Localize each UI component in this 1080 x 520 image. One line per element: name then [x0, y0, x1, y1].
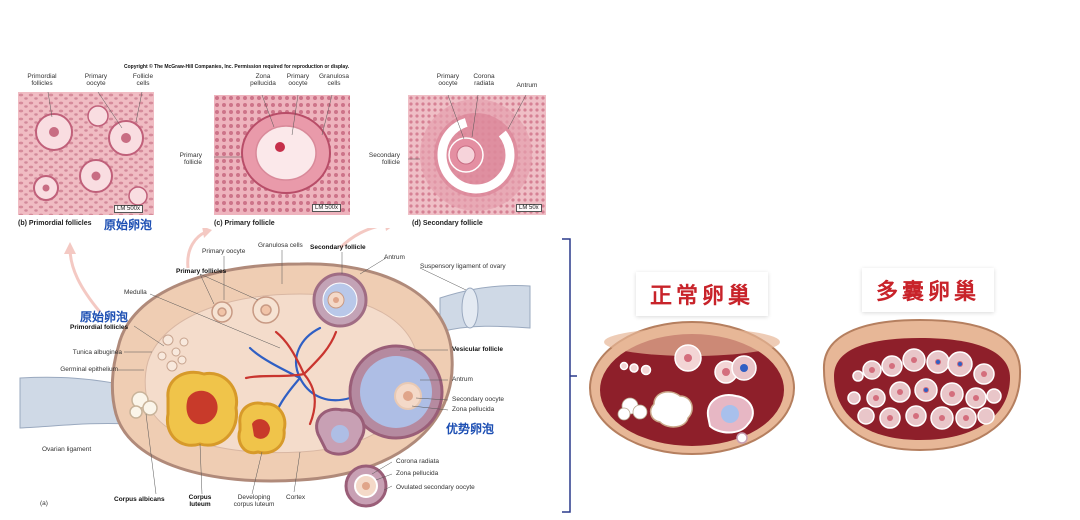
- magnification-badge-b: LM 500x: [114, 205, 144, 213]
- label-corpus-albicans: Corpus albicans: [114, 496, 165, 503]
- label-medulla: Medulla: [124, 289, 147, 296]
- cn-label-dominant-follicle: 优势卵泡: [446, 422, 495, 436]
- normal-ovary-illustration: [589, 321, 795, 455]
- label-tunica-albuginea: Tunica albuginea: [72, 349, 122, 356]
- label-zona-pellucida-c: Zona pellucida: [250, 73, 276, 88]
- copyright-notice: Copyright © The McGraw-Hill Companies, I…: [124, 64, 350, 70]
- corpus-albicans: [129, 391, 158, 419]
- cn-label-primordial-b: 原始卵泡: [104, 218, 153, 232]
- label-vesicular-follicle: Vesicular follicle: [452, 346, 503, 353]
- label-developing-corpus-luteum: Developing corpus luteum: [233, 494, 275, 509]
- label-secondary-follicle-d: Secondary follicle: [368, 152, 400, 167]
- panel-label-a: (a): [40, 500, 48, 507]
- label-granulosa-cells-c: Granulosa cells: [319, 73, 349, 88]
- title-normal-ovary: 正常卵巢: [636, 272, 769, 316]
- arrow-to-micrograph-b: [68, 247, 102, 313]
- micrograph-primary-follicle: [214, 95, 350, 215]
- primary-follicles: [211, 296, 280, 324]
- label-secondary-follicle-a: Secondary follicle: [310, 244, 366, 251]
- label-primary-oocyte-b: Primary oocyte: [84, 73, 108, 88]
- label-ovarian-ligament: Ovarian ligament: [42, 446, 92, 453]
- developing-corpus-luteum: [237, 401, 287, 455]
- secondary-follicle: [312, 272, 368, 328]
- label-antrum-top-a: Antrum: [384, 254, 405, 261]
- cn-label-primordial-a: 原始卵泡: [80, 310, 129, 324]
- label-primary-oocyte-c: Primary oocyte: [286, 73, 310, 88]
- label-primary-oocyte-a: Primary oocyte: [202, 248, 246, 255]
- magnification-badge-c: LM 500x: [312, 204, 342, 212]
- label-primordial-follicles-a: Primordial follicles: [70, 324, 129, 331]
- label-suspensory-ligament: Suspensory ligament of ovary: [420, 263, 506, 270]
- label-primary-oocyte-d: Primary oocyte: [436, 73, 460, 88]
- label-germinal-epithelium: Germinal epithelium: [60, 366, 118, 373]
- label-corona-radiata-d: Corona radiata: [473, 73, 495, 88]
- label-zona-pellucida-a: Zona pellucida: [452, 406, 495, 413]
- ovary-cross-section: [19, 228, 531, 508]
- caption-primordial-follicles: (b) Primordial follicles: [18, 220, 92, 227]
- leader-lines: [118, 250, 467, 495]
- corpus-luteum: [165, 370, 239, 447]
- micrograph-primordial-follicles: [18, 92, 154, 215]
- label-zona-pellucida-2-a: Zona pellucida: [396, 470, 439, 477]
- label-follicle-cells-b: Follicle cells: [132, 73, 154, 88]
- title-polycystic-ovary: 多囊卵巢: [862, 268, 995, 312]
- label-antrum-a: Antrum: [452, 376, 473, 383]
- caption-secondary-follicle: (d) Secondary follicle: [412, 220, 483, 227]
- label-granulosa-cells-a: Granulosa cells: [258, 242, 303, 249]
- magnification-badge-d: LM 50x: [516, 204, 542, 212]
- micrograph-secondary-follicle: [408, 95, 546, 215]
- suspensory-ligament: [439, 285, 531, 333]
- ovulated-secondary-oocyte: [344, 464, 388, 508]
- label-secondary-oocyte-a: Secondary oocyte: [452, 396, 505, 403]
- ruptured-follicle: [315, 407, 366, 456]
- label-primary-follicle-c: Primary follicle: [179, 152, 202, 167]
- primordial-follicles-cluster: [157, 334, 189, 372]
- grouping-bracket: [562, 238, 577, 513]
- polycystic-ovary-illustration: [822, 318, 1022, 452]
- label-cortex: Cortex: [286, 494, 306, 501]
- vesicular-follicle: [348, 344, 444, 440]
- arrow-to-micrograph-d: [338, 228, 378, 250]
- label-ovulated-oocyte: Ovulated secondary oocyte: [396, 484, 475, 491]
- label-primary-follicles-a: Primary follicles: [176, 268, 227, 275]
- blood-vessels: [244, 326, 352, 430]
- label-primordial-follicles-b: Primordial follicles: [27, 73, 57, 88]
- label-antrum-d: Antrum: [516, 82, 538, 89]
- caption-primary-follicle: (c) Primary follicle: [214, 220, 275, 227]
- label-corpus-luteum: Corpus luteum: [188, 494, 212, 509]
- label-corona-radiata-a: Corona radiata: [396, 458, 439, 465]
